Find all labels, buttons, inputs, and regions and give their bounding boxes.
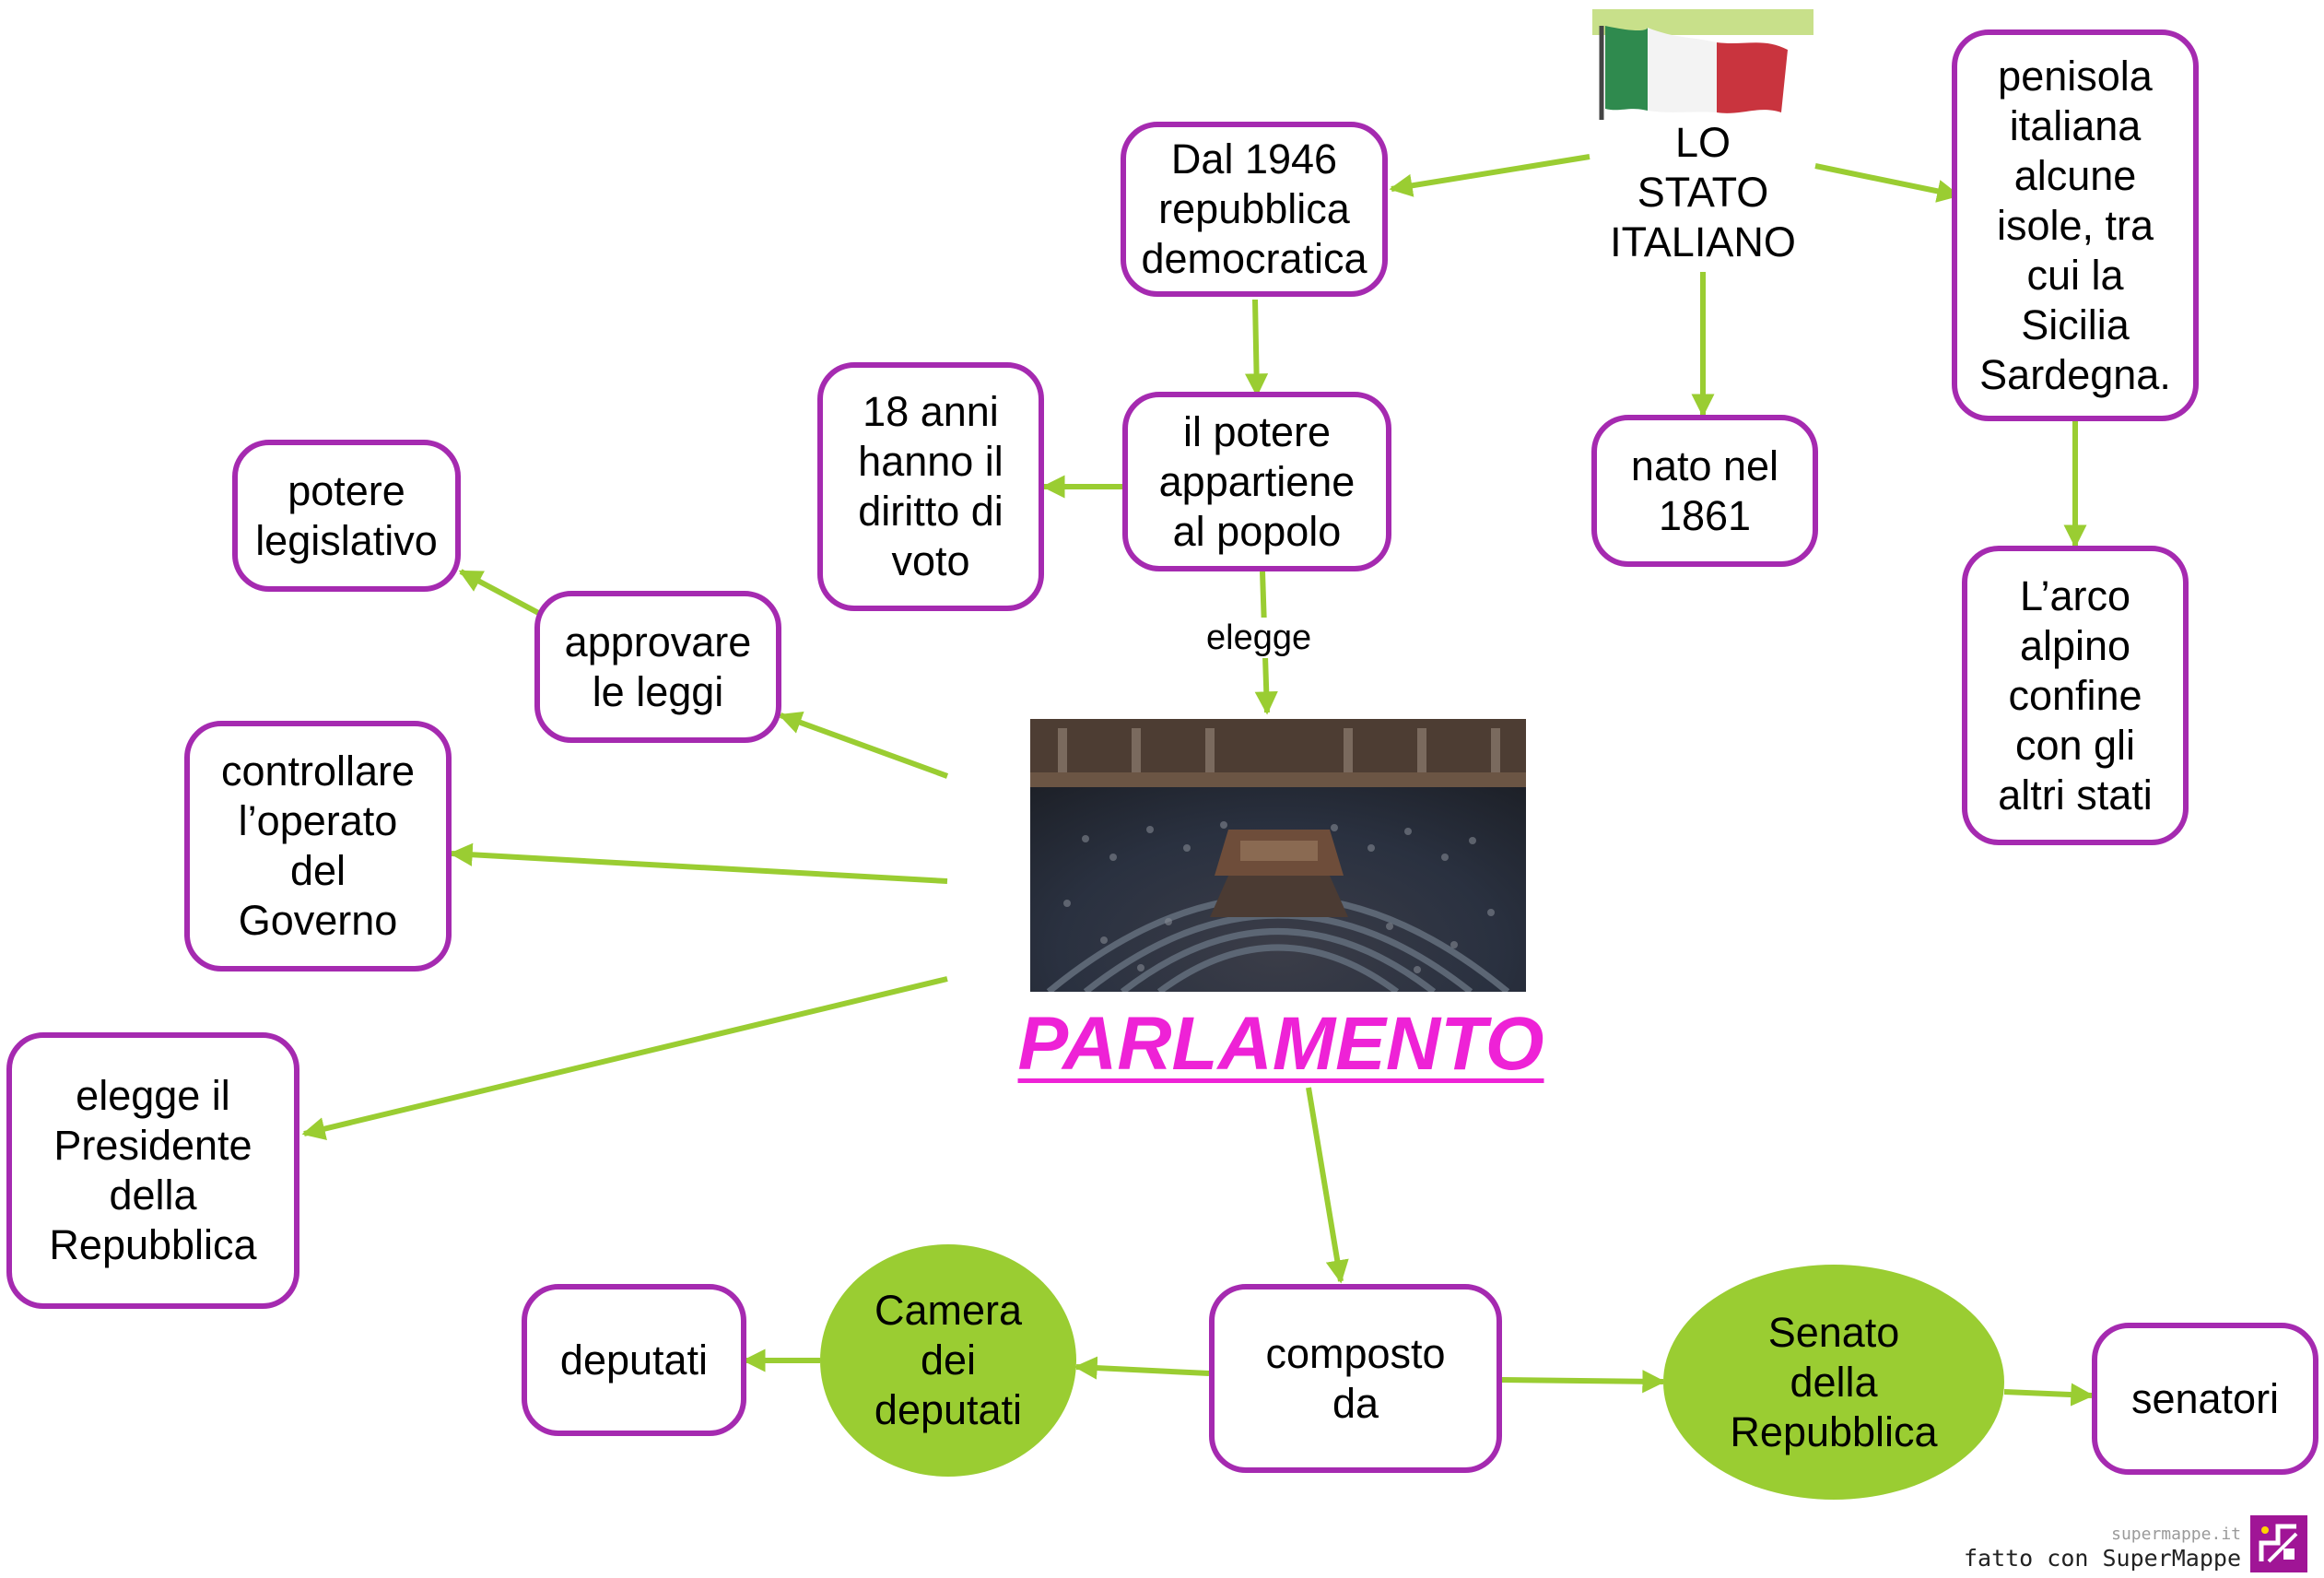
edge-parlamento-controllare bbox=[449, 842, 948, 884]
node-elegge-presidente: elegge il Presidente della Repubblica bbox=[6, 1032, 299, 1309]
node-controllare-governo: controllare l’operato del Governo bbox=[184, 721, 452, 972]
edge-stato-penisola bbox=[1814, 163, 1961, 203]
edge-label-elegge: elegge bbox=[1203, 618, 1316, 658]
edge-parlamento-composto bbox=[1306, 1087, 1349, 1284]
edge-composto-camera bbox=[1074, 1356, 1210, 1380]
edge-repubblica-potere bbox=[1244, 299, 1269, 397]
node-approvare-leggi: approvare le leggi bbox=[534, 591, 781, 743]
edge-stato-repubblica bbox=[1389, 154, 1590, 197]
node-penisola-italiana: penisola italiana alcune isole, tra cui … bbox=[1952, 29, 2199, 421]
node-potere-al-popolo: il potere appartiene al popolo bbox=[1122, 392, 1391, 571]
edge-senato-senatori bbox=[2003, 1383, 2095, 1407]
footer-site: supermappe.it bbox=[2111, 1525, 2241, 1544]
supermappe-logo-icon bbox=[2250, 1515, 2307, 1572]
node-senatori: senatori bbox=[2092, 1323, 2318, 1475]
node-senato: Senato della Repubblica bbox=[1663, 1265, 2004, 1500]
edge-approvare-legislativo bbox=[458, 569, 546, 618]
node-deputati: deputati bbox=[522, 1284, 746, 1436]
italian-flag-icon bbox=[1592, 9, 1813, 120]
node-lo-stato-italiano: LO STATO ITALIANO bbox=[1610, 119, 1796, 265]
parliament-chamber-photo bbox=[1030, 719, 1526, 992]
node-repubblica-democratica: Dal 1946 repubblica democratica bbox=[1121, 122, 1388, 297]
node-diritto-di-voto: 18 anni hanno il diritto di voto bbox=[817, 362, 1044, 611]
edge-parlamento-approvare bbox=[778, 711, 949, 779]
node-camera-deputati: Camera dei deputati bbox=[820, 1244, 1076, 1477]
edge-parlamento-presidente bbox=[301, 976, 948, 1140]
node-nato-nel-1861: nato nel 1861 bbox=[1591, 415, 1818, 567]
footer-credit: supermappe.it fatto con SuperMappe bbox=[1964, 1515, 2307, 1572]
node-potere-legislativo: potere legislativo bbox=[232, 440, 461, 592]
node-parlamento: PARLAMENTO bbox=[1017, 1002, 1544, 1086]
edge-composto-senato bbox=[1501, 1370, 1666, 1394]
node-arco-alpino: L’arco alpino confine con gli altri stat… bbox=[1962, 546, 2189, 845]
footer-credit-text: fatto con SuperMappe bbox=[1963, 1545, 2241, 1572]
node-composto-da: composto da bbox=[1209, 1284, 1502, 1473]
